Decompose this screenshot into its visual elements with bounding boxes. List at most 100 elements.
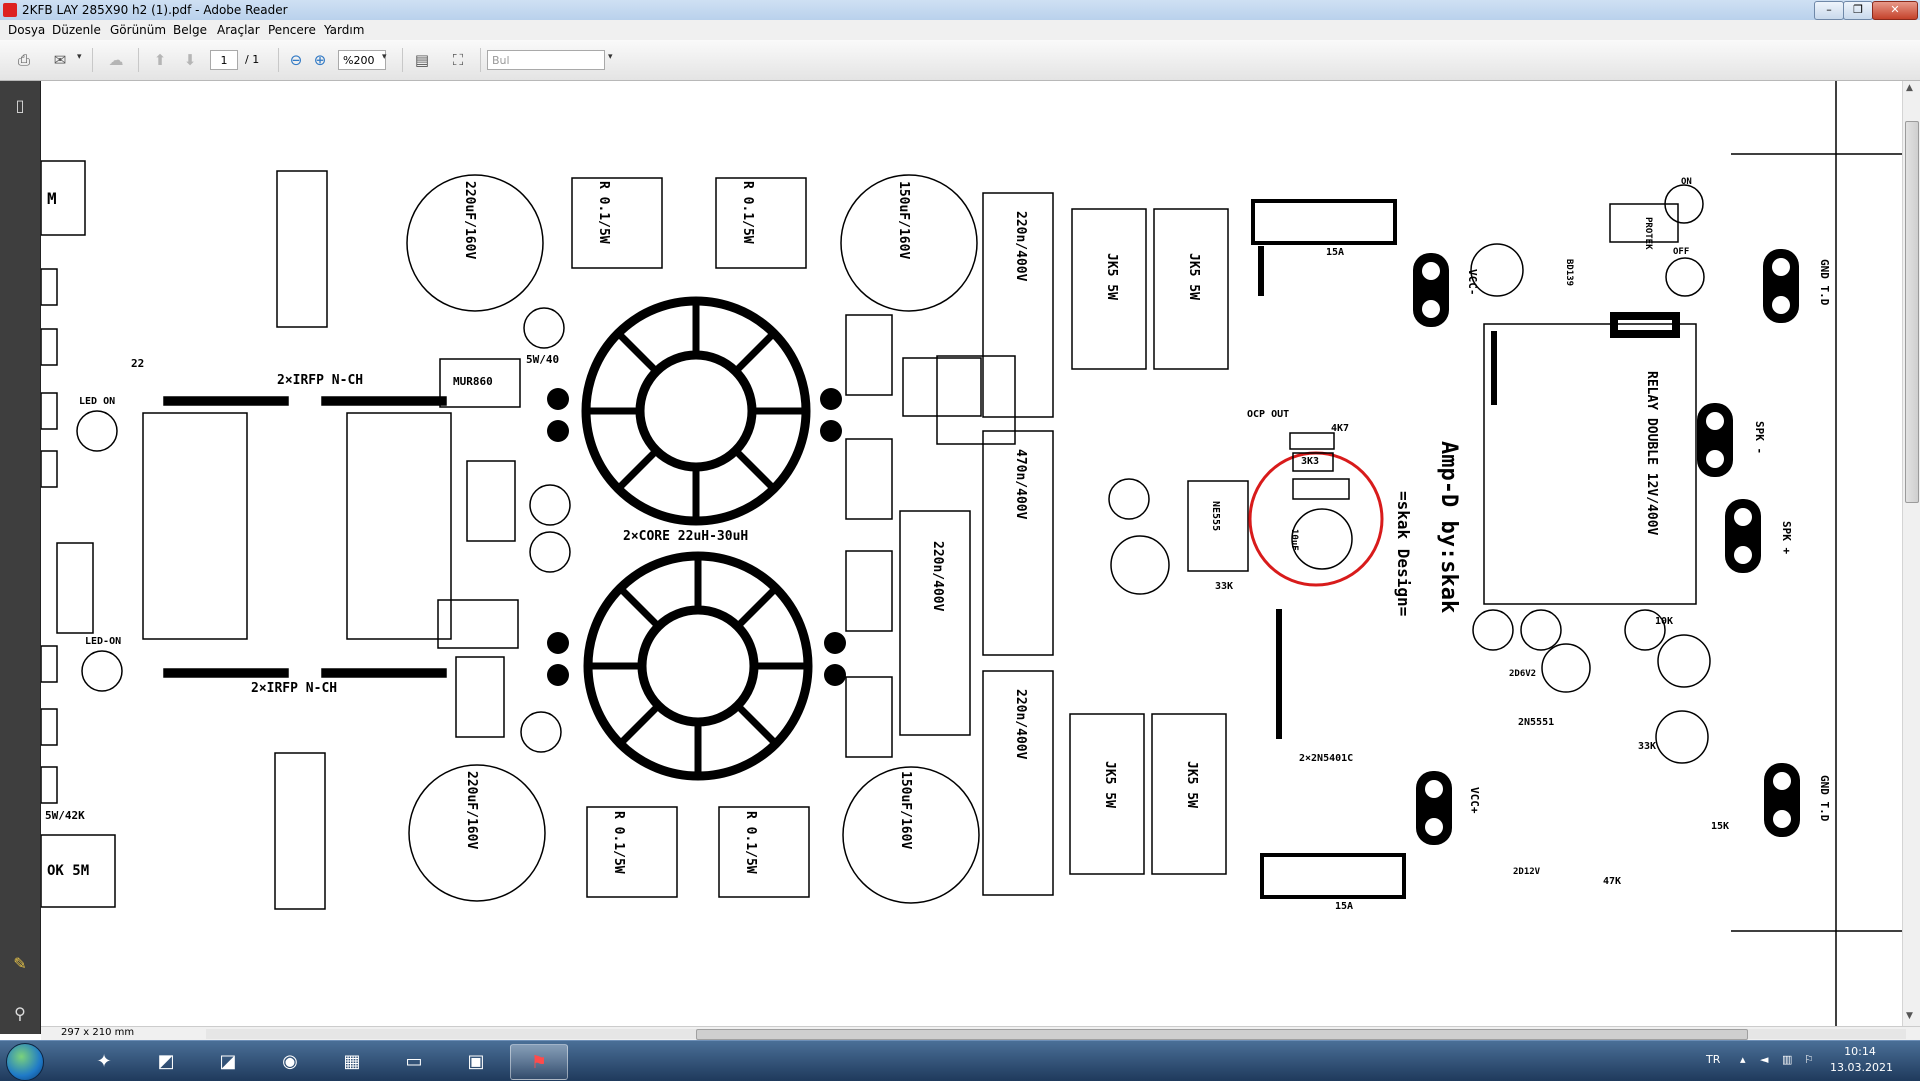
capacitor-circle <box>1291 508 1353 570</box>
menu-bar: Dosya Düzenle Görünüm Belge Araçlar Penc… <box>0 20 1920 41</box>
acrobat-icon[interactable]: ⚑ <box>510 1044 568 1080</box>
explorer-icon[interactable]: ▭ <box>405 1050 423 1072</box>
down-arrow-icon[interactable]: ⬇ <box>183 51 197 69</box>
clock-date: 13.03.2021 <box>1830 1061 1893 1074</box>
led-circle <box>76 410 118 452</box>
plus-circle-icon[interactable]: ⊕ <box>313 51 327 69</box>
mosfet-outline <box>346 412 452 640</box>
pcb-layout-drawing <box>41 81 1903 1026</box>
ic-block <box>1069 713 1145 875</box>
app1-icon[interactable]: ◩ <box>157 1050 175 1072</box>
toolbar-divider <box>138 48 139 72</box>
scroll-down-icon[interactable]: ▼ <box>1906 1011 1913 1021</box>
scrollbar-thumb[interactable] <box>696 1029 1748 1040</box>
menu-duzenle[interactable]: Düzenle <box>52 23 101 37</box>
app2-icon[interactable]: ◪ <box>219 1050 237 1072</box>
flag-icon[interactable]: ⚐ <box>1804 1053 1814 1066</box>
tray-arrow-icon[interactable]: ▴ <box>1740 1053 1746 1066</box>
mosfet-outline <box>142 412 248 640</box>
save-icon[interactable]: ✉ <box>53 51 67 69</box>
calc-icon[interactable]: ▦ <box>343 1050 361 1072</box>
ic-block <box>1071 208 1147 370</box>
toolbar: ⎙ ✉ ▾ ☁ ⬆ ⬇ 1 / 1 ⊖ ⊕ %200 ▾ ▤ ⛶ Bul ▾ <box>0 40 1920 81</box>
fullscreen-icon[interactable]: ⛶ <box>452 51 464 69</box>
minimize-button[interactable]: – <box>1814 1 1844 20</box>
film-capacitor <box>274 752 326 910</box>
capacitor-circle <box>406 174 544 312</box>
capacitor-circle <box>1657 634 1711 688</box>
connector-pad <box>41 268 58 306</box>
fit-page-icon[interactable]: ▤ <box>414 51 430 69</box>
diode-outline <box>845 438 893 520</box>
transistor-outline <box>1609 203 1679 243</box>
scrollbar-thumb[interactable] <box>1905 121 1919 503</box>
capacitor-circle <box>1470 243 1524 297</box>
maximize-button[interactable]: ❐ <box>1843 1 1873 20</box>
comment-tool-icon[interactable]: ☁ <box>108 51 124 69</box>
capacitor-circle <box>842 766 980 904</box>
window-titlebar: 2KFB LAY 285X90 h2 (1).pdf - Adobe Reade… <box>0 0 1920 21</box>
ic-ne555 <box>1187 480 1249 572</box>
menu-yardim[interactable]: Yardım <box>324 23 365 37</box>
diode-outline <box>455 656 505 738</box>
capacitor-circle <box>408 764 546 902</box>
capacitor-circle <box>840 174 978 312</box>
mosfet-bar <box>321 396 447 406</box>
toolbar-divider <box>92 48 93 72</box>
fuse-outline <box>1251 199 1397 245</box>
connector-pad <box>41 328 58 366</box>
vertical-scrollbar[interactable]: ▲ ▼ <box>1902 81 1920 1026</box>
menu-dosya[interactable]: Dosya <box>8 23 46 37</box>
toolbar-divider <box>278 48 279 72</box>
horizontal-scrollbar[interactable] <box>206 1029 1906 1040</box>
clock[interactable]: 10:14 13.03.2021 <box>1830 1044 1893 1076</box>
resistor-outline <box>571 177 663 269</box>
mosfet-bar <box>163 668 289 678</box>
network-icon[interactable]: ▥ <box>1782 1053 1793 1066</box>
page-number-input[interactable]: 1 <box>210 50 238 70</box>
menu-gorunum[interactable]: Görünüm <box>110 23 167 37</box>
diode-outline <box>437 599 519 649</box>
chevron-down-icon[interactable]: ▾ <box>77 52 82 62</box>
navigation-pane: ▯ ✎ ⚲ <box>0 81 41 1034</box>
menu-belge[interactable]: Belge <box>173 23 207 37</box>
zoom-input[interactable]: %200 <box>338 50 386 70</box>
clock-time: 10:14 <box>1844 1045 1876 1058</box>
printer-icon[interactable]: ⎙ <box>17 51 30 69</box>
minus-circle-icon[interactable]: ⊖ <box>289 51 303 69</box>
find-input[interactable]: Bul <box>487 50 605 70</box>
media-icon[interactable]: ✦ <box>96 1050 112 1072</box>
led-circle <box>1108 478 1150 520</box>
volume-icon[interactable]: ◄ <box>1760 1053 1769 1066</box>
diode-outline <box>466 460 516 542</box>
led-circle <box>1665 257 1705 297</box>
led-circle <box>1520 609 1562 651</box>
document-view[interactable]: 220uF/160V 220uF/160V 150uF/160V 150uF/1… <box>41 81 1903 1026</box>
connector-pad <box>41 645 58 683</box>
fuse-outline <box>1260 853 1406 899</box>
paperclip-icon[interactable]: ⚲ <box>14 1003 26 1023</box>
capacitor-circle <box>529 531 571 573</box>
page-total: / 1 <box>245 53 260 66</box>
comment-icon[interactable]: ✎ <box>13 953 27 973</box>
capacitor-circle <box>1541 643 1591 693</box>
start-button[interactable] <box>6 1043 44 1081</box>
scroll-up-icon[interactable]: ▲ <box>1906 83 1913 93</box>
language-indicator[interactable]: TR <box>1706 1053 1721 1066</box>
pages-icon[interactable]: ▯ <box>15 95 25 115</box>
up-arrow-icon[interactable]: ⬆ <box>153 51 167 69</box>
chrome-icon[interactable]: ◉ <box>282 1050 298 1072</box>
window-icon[interactable]: ▣ <box>467 1050 485 1072</box>
capacitor-circle <box>1655 710 1709 764</box>
connector-block <box>56 542 94 634</box>
resistor-outline <box>1292 478 1350 500</box>
taskbar: ✦ ◩ ◪ ◉ ▦ ▭ ▣ ⚑ TR ▴ ◄ ▥ ⚐ 10:14 13.03.2… <box>0 1040 1920 1081</box>
close-button[interactable]: ✕ <box>1872 1 1918 20</box>
chevron-down-icon[interactable]: ▾ <box>608 52 613 62</box>
film-capacitor <box>982 192 1054 418</box>
resistor-outline <box>586 806 678 898</box>
status-bar: 297 x 210 mm <box>41 1026 1920 1041</box>
menu-pencere[interactable]: Pencere <box>268 23 316 37</box>
menu-araclar[interactable]: Araçlar <box>217 23 260 37</box>
chevron-down-icon[interactable]: ▾ <box>382 52 387 62</box>
